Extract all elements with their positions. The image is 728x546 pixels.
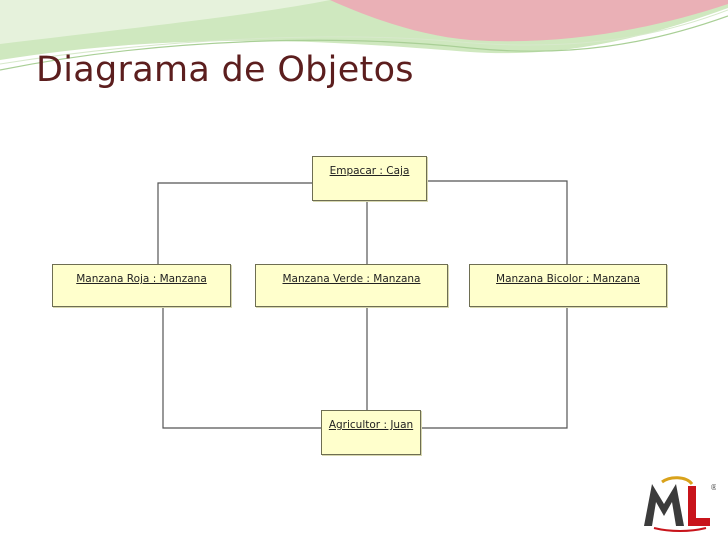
svg-text:®: ® (710, 483, 716, 492)
object-manzana-verde[interactable]: Manzana Verde : Manzana (255, 264, 448, 307)
object-empacar[interactable]: Empacar : Caja (312, 156, 427, 201)
banner-line (0, 15, 728, 71)
banner-light-swoosh (0, 0, 330, 44)
uml-logo-icon: ® (644, 476, 716, 532)
header-banner (0, 0, 728, 71)
object-label: Manzana Verde : Manzana (282, 273, 421, 285)
object-label: Manzana Roja : Manzana (76, 273, 207, 285)
object-label: Agricultor : Juan (328, 419, 414, 431)
object-agricultor[interactable]: Agricultor : Juan (321, 410, 421, 455)
link-empacar-roja (157, 182, 312, 265)
slide-title: Diagrama de Objetos (36, 50, 414, 90)
banner-line-2 (0, 9, 728, 65)
object-label: Empacar : Caja (329, 165, 410, 177)
banner-pink-swoosh (330, 0, 728, 42)
link-roja-agricultor (162, 306, 321, 429)
object-label: Manzana Bicolor : Manzana (496, 273, 640, 285)
object-manzana-bicolor[interactable]: Manzana Bicolor : Manzana (469, 264, 667, 307)
link-bicolor-agricultor (421, 306, 568, 429)
object-manzana-roja[interactable]: Manzana Roja : Manzana (52, 264, 231, 307)
link-empacar-bicolor (427, 180, 568, 265)
